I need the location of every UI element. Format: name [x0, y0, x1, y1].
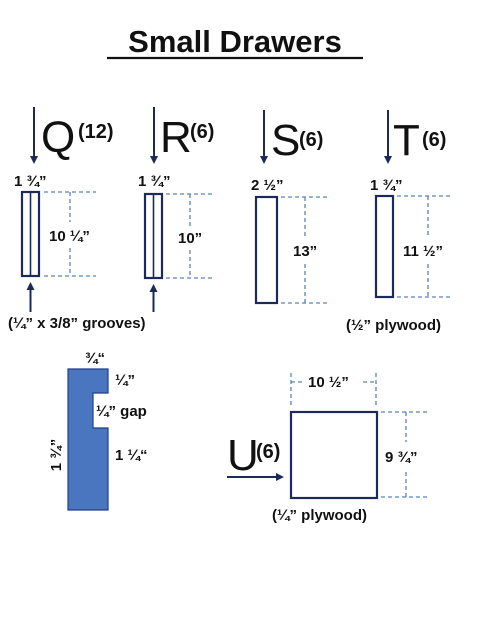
drawer-gap-profile: ¾“ ¼” ¼” gap 1 ¼“ 1 ¾” [48, 350, 148, 511]
grooves-note: (¼” x 3/8” grooves) [8, 315, 146, 332]
width-label: 10 ½” [308, 374, 349, 391]
half-plywood-note: (½” plywood) [346, 317, 441, 334]
part-outline [374, 194, 395, 299]
profile-notch-top: ¼” [115, 372, 135, 389]
width-label: 1 ¾” [370, 177, 403, 194]
part-outline [254, 195, 279, 305]
profile-gap: ¼” gap [96, 403, 147, 420]
profile-lower: 1 ¼“ [115, 447, 148, 464]
part-q: Q (12) 1 ¾” 10 ¼” [14, 107, 114, 312]
height-label: 13” [293, 243, 317, 260]
height-label: 10” [178, 230, 202, 247]
part-letter: S [271, 116, 300, 165]
profile-top-width: ¾“ [85, 350, 105, 367]
part-count: (6) [299, 129, 323, 151]
profile-shape [67, 368, 109, 511]
profile-height: 1 ¾” [48, 439, 65, 472]
part-count: (12) [78, 121, 114, 143]
height-label: 10 ¼” [49, 228, 90, 245]
part-count: (6) [422, 129, 446, 151]
quarter-plywood-note: (¼” plywood) [272, 507, 367, 524]
part-count: (6) [256, 441, 280, 463]
part-letter: U [227, 431, 259, 480]
part-letter: Q [41, 113, 75, 162]
part-outline [289, 410, 379, 500]
width-label: 1 ¾” [138, 173, 171, 190]
part-s: S (6) 2 ½” 13” [251, 110, 327, 305]
width-label: 2 ½” [251, 177, 284, 194]
height-label: 11 ½” [403, 243, 443, 260]
part-letter: T [393, 116, 420, 165]
part-r: R (6) 1 ¾” 10” [138, 107, 214, 312]
part-count: (6) [190, 121, 214, 143]
part-u: 10 ½” 9 ¾” U (6) [227, 373, 428, 500]
part-t: T (6) 1 ¾” 11 ½” [370, 110, 450, 299]
height-label: 9 ¾” [385, 449, 418, 466]
page-title: Small Drawers [128, 24, 342, 59]
width-label: 1 ¾” [14, 173, 47, 190]
part-letter: R [160, 113, 192, 162]
